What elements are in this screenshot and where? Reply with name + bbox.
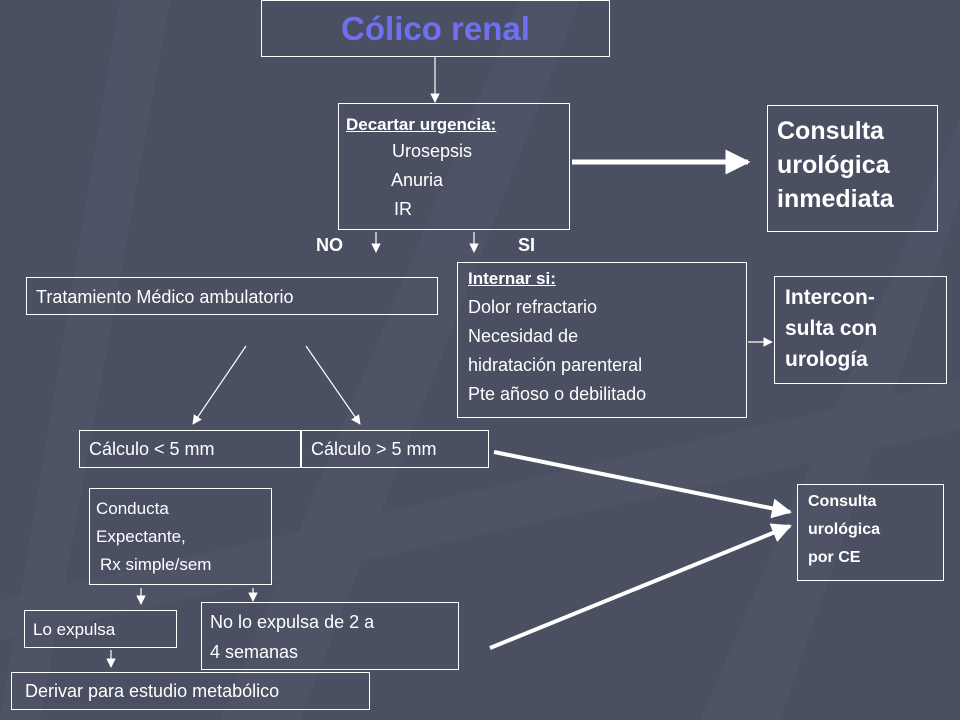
urgency-item: IR: [394, 199, 412, 219]
urgency-heading: Decartar urgencia:: [346, 115, 497, 134]
not-expelled-line: No lo expulsa de 2 a: [210, 612, 375, 632]
expelled-box: Lo expulsa: [24, 610, 177, 648]
consult-immediate-line: inmediata: [777, 185, 894, 213]
admit-item: Necesidad de: [468, 326, 579, 346]
urgency-item: Urosepsis: [392, 141, 473, 161]
interconsult-box: Intercon- sulta con urología: [774, 276, 947, 384]
expelled-label: Lo expulsa: [33, 620, 116, 639]
expectant-line: Expectante,: [96, 527, 186, 546]
treatment-box: Tratamiento Médico ambulatorio: [26, 277, 438, 315]
not-expelled-line: 4 semanas: [210, 642, 299, 662]
admit-heading: Internar si:: [468, 269, 556, 288]
admit-box: Internar si: Dolor refractario Necesidad…: [457, 262, 747, 418]
consult-ce-line: por CE: [808, 549, 861, 566]
treatment-label: Tratamiento Médico ambulatorio: [36, 287, 294, 307]
page-title: Cólico renal: [341, 9, 530, 47]
consult-ce-box: Consulta urológica por CE: [797, 484, 944, 581]
interconsult-line: urología: [785, 348, 868, 371]
consult-immediate-line: urológica: [777, 151, 890, 179]
branch-label-no: NO: [316, 235, 343, 255]
urgency-box: Decartar urgencia: Urosepsis Anuria IR: [338, 103, 570, 230]
stone-large-box: Cálculo > 5 mm: [301, 430, 489, 468]
branch-label-si: SI: [518, 235, 536, 255]
stone-small-box: Cálculo < 5 mm: [79, 430, 301, 468]
expectant-line: Conducta: [96, 499, 169, 518]
stone-small-label: Cálculo < 5 mm: [89, 439, 215, 459]
admit-item: Pte añoso o debilitado: [468, 384, 647, 404]
title-box: Cólico renal: [261, 0, 610, 57]
interconsult-line: Intercon-: [785, 286, 875, 309]
expectant-line: Rx simple/sem: [100, 555, 212, 574]
admit-item: Dolor refractario: [468, 297, 598, 317]
stone-large-label: Cálculo > 5 mm: [311, 439, 437, 459]
consult-ce-line: urológica: [808, 521, 881, 538]
expectant-box: Conducta Expectante, Rx simple/sem: [89, 488, 272, 585]
consult-immediate-box: Consulta urológica inmediata: [767, 105, 938, 232]
consult-immediate-line: Consulta: [777, 117, 884, 145]
consult-ce-line: Consulta: [808, 493, 877, 510]
urgency-item: Anuria: [391, 170, 444, 190]
not-expelled-box: No lo expulsa de 2 a 4 semanas: [201, 602, 459, 670]
admit-item: hidratación parenteral: [468, 355, 643, 375]
interconsult-line: sulta con: [785, 317, 878, 340]
metabolic-label: Derivar para estudio metabólico: [25, 681, 280, 701]
metabolic-box: Derivar para estudio metabólico: [11, 672, 370, 710]
